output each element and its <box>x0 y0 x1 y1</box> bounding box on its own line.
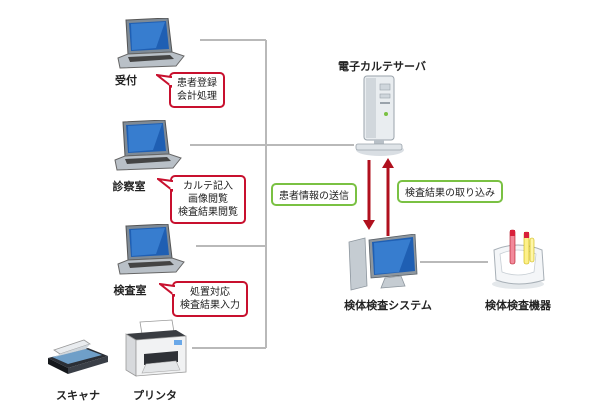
laptop-icon-exam-room <box>114 120 182 171</box>
lab-system-label: 検体検査システム <box>344 299 432 312</box>
scanner-label: スキャナ <box>56 389 100 402</box>
test-room-label: 検査室 <box>113 284 147 297</box>
laptop-icon-reception <box>117 18 185 69</box>
exam-room-note-line: 検査結果閲覧 <box>178 207 238 218</box>
flow-tag-to-lab: 患者情報の送信 <box>271 183 357 206</box>
laptop-icon-test-room <box>117 224 185 275</box>
test-room-note-line: 検査結果入力 <box>180 300 240 311</box>
server-icon <box>355 75 404 156</box>
test-room-note: 処置対応 検査結果入力 <box>172 281 248 317</box>
arrow-down-head <box>363 220 375 230</box>
test-room-note-tail <box>159 283 175 297</box>
reception-note-line: 会計処理 <box>177 91 217 102</box>
exam-room-note-tail <box>157 178 173 192</box>
lab-equipment-label: 検体検査機器 <box>485 299 551 312</box>
server-label: 電子カルテサーバ <box>338 60 426 73</box>
printer-icon <box>125 319 187 377</box>
arrow-up-head <box>382 158 394 168</box>
scanner-icon <box>48 339 108 374</box>
desktop-pc-icon <box>348 234 418 291</box>
exam-room-note-line: 画像閲覧 <box>188 194 228 205</box>
reception-note: 患者登録 会計処理 <box>169 72 225 108</box>
printer-label: プリンタ <box>133 389 177 402</box>
reception-note-tail <box>156 74 172 88</box>
reception-note-line: 患者登録 <box>177 78 217 89</box>
flow-tag-from-lab: 検査結果の取り込み <box>397 180 503 203</box>
exam-room-label: 診察室 <box>112 180 146 193</box>
exam-room-note: カルテ記入 画像閲覧 検査結果閲覧 <box>170 175 246 224</box>
reception-label: 受付 <box>115 74 137 87</box>
test-room-note-line: 処置対応 <box>190 287 230 298</box>
lab-analyzer-icon <box>492 229 545 289</box>
flow-arrows <box>363 158 394 236</box>
exam-room-note-line: カルテ記入 <box>183 181 233 192</box>
